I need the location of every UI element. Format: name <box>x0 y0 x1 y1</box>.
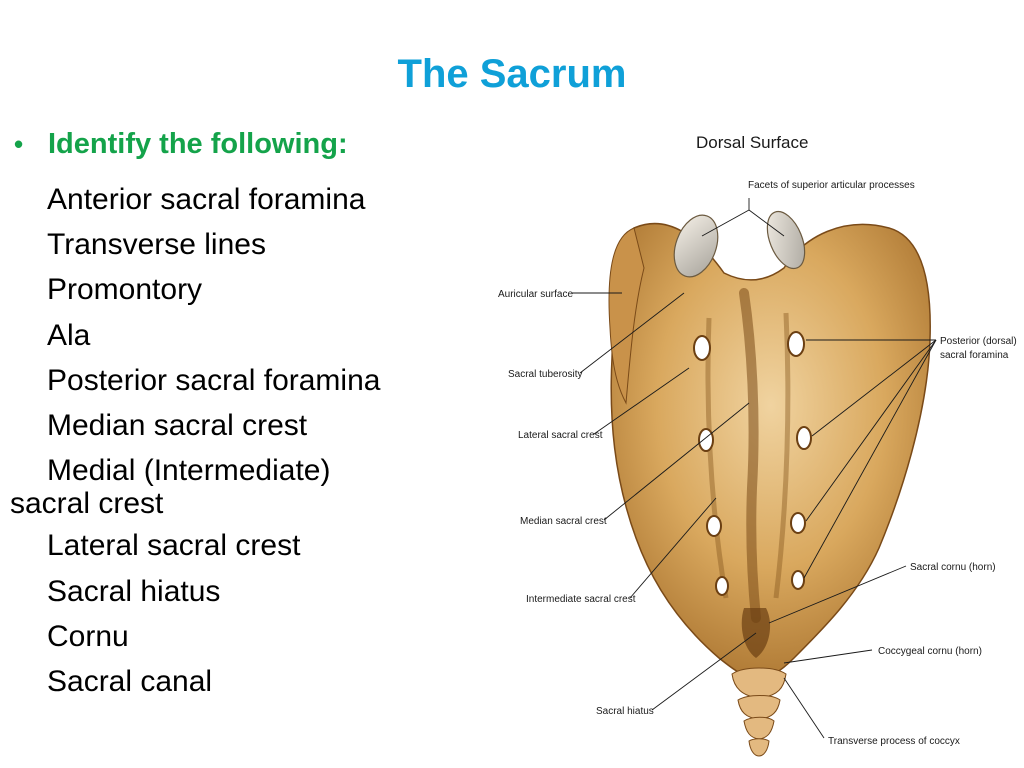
left-ala <box>608 227 645 405</box>
list-item: Anterior sacral foramina <box>47 183 366 216</box>
leader-lines <box>572 198 937 739</box>
label-lateral-crest: Lateral sacral crest <box>518 430 603 441</box>
bullet-icon: • <box>14 129 24 159</box>
posterior-foramina <box>693 331 812 596</box>
label-facets: Facets of superior articular processes <box>748 180 915 191</box>
label-coccygeal-cornu: Coccygeal cornu (horn) <box>878 646 982 657</box>
list-item-continuation: sacral crest <box>10 487 164 521</box>
slide-title: The Sacrum <box>397 52 627 96</box>
list-item: Cornu <box>47 619 129 653</box>
label-median-crest: Median sacral crest <box>520 516 607 527</box>
sacrum-illustration: Dorsal Surface <box>498 133 1017 757</box>
superior-facets <box>673 210 806 278</box>
label-sacral-hiatus: Sacral hiatus <box>596 706 654 717</box>
list-item: Median sacral crest <box>47 408 308 442</box>
list-item: Posterior sacral foramina <box>47 363 381 397</box>
median-crest-shape <box>739 288 761 623</box>
label-auricular: Auricular surface <box>498 289 573 300</box>
label-posterior-foramina-2: sacral foramina <box>940 350 1009 361</box>
structure-list: Anterior sacral foramina Transverse line… <box>0 177 470 704</box>
sacrum-body <box>610 222 931 679</box>
figure-title: Dorsal Surface <box>696 133 808 152</box>
list-item: Transverse lines <box>47 228 266 262</box>
label-sacral-cornu: Sacral cornu (horn) <box>910 562 996 573</box>
label-posterior-foramina-1: Posterior (dorsal) <box>940 336 1017 347</box>
label-transverse-coccyx: Transverse process of coccyx <box>828 736 960 747</box>
list-item: Lateral sacral crest <box>47 529 301 563</box>
list-heading: • Identify the following: <box>14 128 348 161</box>
list-item: Promontory <box>47 273 203 307</box>
heading-text: Identify the following: <box>48 128 348 160</box>
label-intermediate-crest: Intermediate sacral crest <box>526 594 636 605</box>
list-item: Ala <box>47 318 91 352</box>
sacrum-figure: Dorsal Surface <box>494 118 1024 768</box>
coccyx <box>731 667 787 757</box>
label-tuberosity: Sacral tuberosity <box>508 369 582 380</box>
list-item: Sacral hiatus <box>47 574 221 608</box>
list-item: Medial (Intermediate) <box>47 454 331 488</box>
list-item: Sacral canal <box>47 664 213 698</box>
